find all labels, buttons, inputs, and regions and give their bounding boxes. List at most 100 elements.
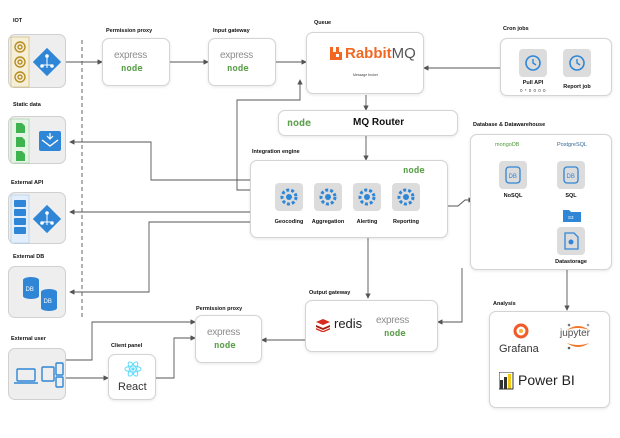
db-text-1: DB <box>26 287 34 293</box>
engine-task-tile <box>353 183 381 211</box>
sql-label: SQL <box>565 193 577 199</box>
redis-logo: redis <box>334 316 363 331</box>
pull-api-label: Pull API <box>522 80 544 86</box>
gear-icon <box>280 188 298 206</box>
jupyter-icon <box>567 323 590 350</box>
label-client-panel: Client panel <box>111 343 143 349</box>
iot-device-icon <box>14 41 26 83</box>
node-logo: node <box>227 64 249 74</box>
react-label: React <box>118 381 147 393</box>
node-logo: node <box>384 329 406 339</box>
datastorage-tile <box>557 227 585 255</box>
label-input-gateway: Input gateway <box>213 28 250 34</box>
gear-icon <box>358 188 376 206</box>
nosql-tile: DB <box>499 161 527 189</box>
sql-tile: DB <box>557 161 585 189</box>
mq-router-box: node MQ Router <box>278 110 458 136</box>
output-gateway-box: redis express node <box>305 300 438 352</box>
label-external-db: External DB <box>13 254 45 260</box>
engine-task-tile <box>392 183 420 211</box>
label-static-data: Static data <box>13 102 41 108</box>
devices-icon <box>14 362 64 388</box>
db-text-2: DB <box>44 299 52 305</box>
report-job-tile <box>563 49 591 77</box>
arrow-client-proxy <box>156 335 196 379</box>
cron-jobs-box: Pull API 0 * 0 0 0 0 Report job <box>500 38 612 96</box>
external-user-box <box>8 348 66 400</box>
mq-router-title: MQ Router <box>353 117 405 128</box>
arrow-user-proxy <box>66 319 196 361</box>
external-api-box <box>8 192 66 244</box>
integration-engine-box: node Geocoding Aggregation Alerting Reporti… <box>250 160 448 238</box>
grafana-label: Grafana <box>499 343 539 355</box>
database-box: mongoDB PostgreSQL DB DB NoSQL SQL S3 Da… <box>470 134 612 270</box>
label-database-dw: Database & Datawarehouse <box>473 122 546 128</box>
arrow-database-output <box>437 268 463 325</box>
rabbitmq-icon <box>330 47 342 60</box>
folder-icon: S3 <box>563 210 581 222</box>
redis-icon <box>316 319 330 332</box>
engine-task-label: Aggregation <box>311 219 345 225</box>
external-db-box: DB DB <box>8 266 66 318</box>
message-broker-label: Message broker <box>353 73 379 77</box>
label-analysis: Analysis <box>493 301 516 307</box>
permission-proxy-bottom-box: express node <box>195 315 262 363</box>
engine-task-label: Geocoding <box>274 219 304 225</box>
clock-icon <box>569 55 585 71</box>
svg-text:DB: DB <box>567 174 575 180</box>
express-logo: express <box>114 50 147 61</box>
mongodb-logo: mongoDB <box>495 142 520 148</box>
inbox-icon <box>39 131 61 151</box>
powerbi-label: Power BI <box>518 372 575 388</box>
client-panel-box: React <box>108 354 156 400</box>
label-cron-jobs: Cron jobs <box>503 26 529 32</box>
pull-api-schedule: 0 * 0 0 0 0 <box>520 88 547 93</box>
engine-task-tile <box>314 183 342 211</box>
node-logo: node <box>287 118 312 129</box>
label-integration-engine: Integration engine <box>252 149 300 155</box>
svg-text:DB: DB <box>509 174 517 180</box>
powerbi-icon <box>499 372 514 390</box>
express-logo: express <box>376 315 409 326</box>
label-permission-proxy-top: Permission proxy <box>106 28 153 34</box>
server-icon <box>14 200 26 234</box>
node-logo: node <box>403 166 425 176</box>
jupyter-label: jupyter <box>560 328 591 339</box>
analysis-box: Grafana jupyter Power BI <box>489 311 610 408</box>
engine-task-label: Alerting <box>356 219 378 225</box>
express-logo: express <box>207 327 240 338</box>
label-iot: IOT <box>13 18 23 24</box>
nosql-db-icon: DB <box>505 166 521 184</box>
report-job-label: Report job <box>563 84 591 90</box>
label-external-user: External user <box>11 336 46 342</box>
permission-proxy-top-box: express node <box>102 38 170 86</box>
label-output-gateway: Output gateway <box>309 290 351 296</box>
storage-icon <box>564 232 579 250</box>
rabbitmq-logo: RabbitMQ <box>345 45 416 62</box>
arrow-engine-queue <box>236 79 303 191</box>
node-logo: node <box>121 64 143 74</box>
nosql-label: NoSQL <box>503 193 523 199</box>
arrow-engine-static <box>69 139 250 181</box>
file-icon <box>16 123 25 161</box>
engine-task-label: Reporting <box>393 219 419 225</box>
database-icon <box>23 277 57 311</box>
queue-box: RabbitMQ Message broker <box>306 32 424 94</box>
grafana-icon <box>513 323 529 339</box>
react-icon <box>124 361 142 377</box>
clock-icon <box>525 55 541 71</box>
pull-api-tile <box>519 49 547 77</box>
sql-db-icon: DB <box>563 166 579 184</box>
svg-text:S3: S3 <box>568 215 574 220</box>
postgresql-logo: PostgreSQL <box>557 142 587 148</box>
arrow-engine-database <box>448 197 474 207</box>
label-permission-proxy-bottom: Permission proxy <box>196 306 243 312</box>
node-logo: node <box>214 341 236 351</box>
gear-icon <box>319 188 337 206</box>
express-logo: express <box>220 50 253 61</box>
label-queue: Queue <box>314 20 332 26</box>
arrow-engine-db <box>69 221 250 295</box>
engine-task-tile <box>275 183 303 211</box>
datastorage-label: Datastorage <box>555 259 587 265</box>
